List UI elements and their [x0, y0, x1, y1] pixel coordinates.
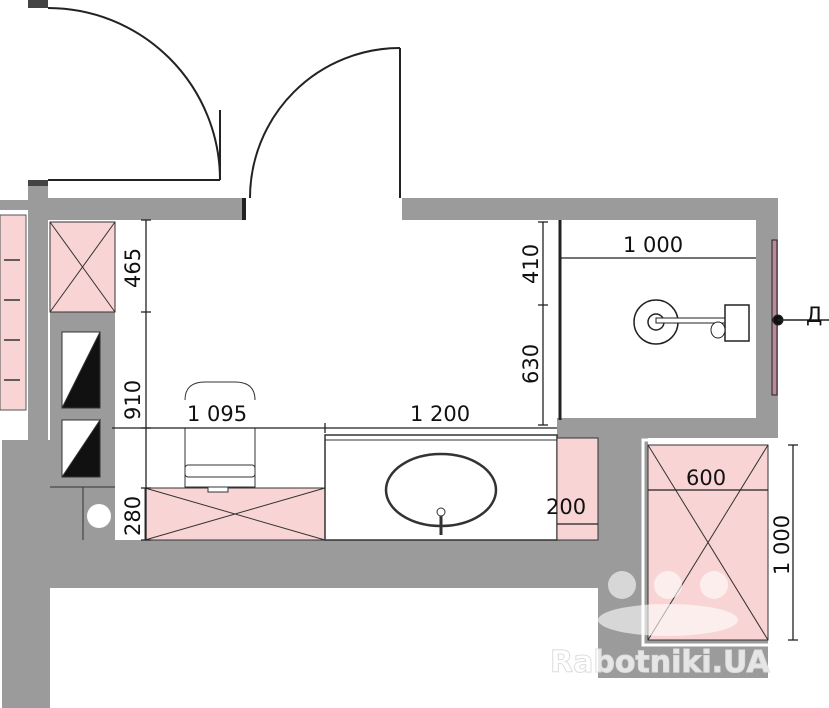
- dim-465: 465: [121, 248, 145, 288]
- dimension-labels: 465 910 280 1 095 1 200 410 630 1 000 20…: [121, 233, 794, 575]
- drain-icon: [87, 504, 111, 528]
- dim-shower-1000: 1 000: [623, 233, 683, 257]
- dim-910: 910: [121, 380, 145, 420]
- dim-cabinet-1000: 1 000: [770, 515, 794, 575]
- toilet: [184, 427, 256, 488]
- top-wall-right: [402, 198, 778, 220]
- bottom-wall: [48, 540, 598, 588]
- mixer-icon: [724, 304, 750, 342]
- watermark-text: Rabotniki.UA: [550, 645, 770, 680]
- dim-200: 200: [546, 495, 586, 519]
- shower-bottom-wall: [557, 418, 778, 438]
- shower: [558, 220, 829, 420]
- cabinet-side-wall: [598, 438, 648, 678]
- top-wall-left: [48, 198, 246, 220]
- door-right: [249, 47, 401, 199]
- dim-410: 410: [519, 244, 543, 284]
- dim-600: 600: [686, 466, 726, 490]
- left-wall: [28, 180, 48, 442]
- edge-label: Д: [806, 303, 822, 327]
- left-lower-wall: [2, 440, 50, 708]
- dim-1200: 1 200: [410, 402, 470, 426]
- dimension-lines: [112, 219, 798, 641]
- watermark-logo: [598, 571, 738, 636]
- dim-280: 280: [121, 496, 145, 536]
- pink-strip: [556, 437, 599, 541]
- door-left: [47, 7, 221, 181]
- dim-1095: 1 095: [187, 402, 247, 426]
- dim-630: 630: [519, 344, 543, 384]
